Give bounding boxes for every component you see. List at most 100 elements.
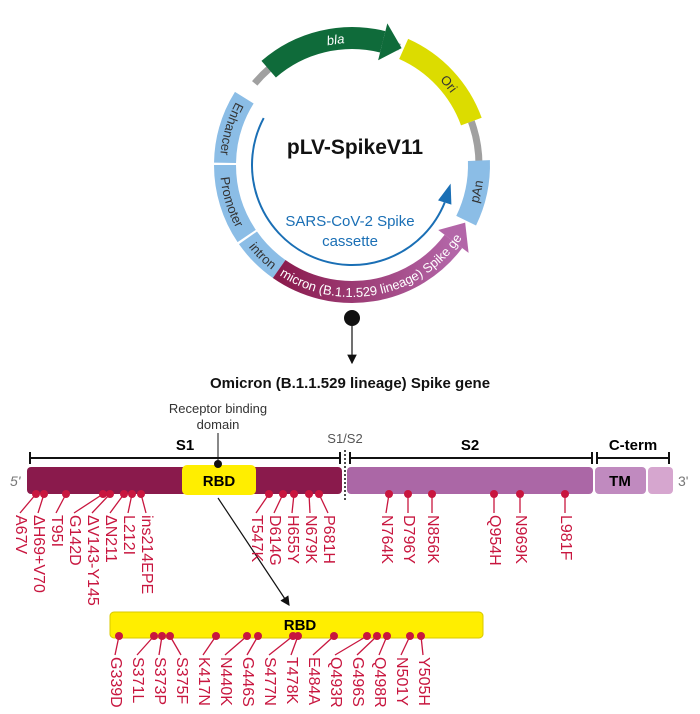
mutation-label: N501Y: [393, 657, 410, 706]
mutation-label: E484A: [305, 657, 322, 706]
mutation-label: N856K: [424, 515, 441, 564]
tm-label: TM: [609, 473, 631, 490]
mutation-dot: [404, 490, 412, 498]
mutation-label: ins214EPE: [138, 515, 155, 595]
mutation-dot: [385, 490, 393, 498]
ori-feature: [398, 38, 482, 126]
spike-arrowhead: [438, 222, 469, 253]
mutation-label: G496S: [349, 657, 366, 707]
mutation-label: Q493R: [327, 657, 344, 708]
rbd-zoom-arrow: [217, 497, 290, 606]
mutation-label: G339D: [107, 657, 124, 708]
mutation-dot: [32, 490, 40, 498]
mutation-dot: [106, 490, 114, 498]
mutation-stem: [268, 635, 294, 656]
mutation-dot: [158, 632, 166, 640]
mutation-dot: [561, 490, 569, 498]
mutation-stem: [136, 635, 155, 656]
mutation-label: T95I: [48, 515, 65, 548]
tm-segment: [595, 467, 646, 494]
mutation-dot: [428, 490, 436, 498]
bla-arrowhead: [378, 23, 402, 61]
mutation-label: ΔH69+V70: [30, 515, 47, 593]
mutation-stem: [356, 635, 378, 656]
mutation-dot: [305, 490, 313, 498]
bla-feature: [261, 27, 386, 78]
three-prime-label: 3': [678, 473, 688, 489]
mutation-dot: [212, 632, 220, 640]
mutation-label: G142D: [66, 515, 83, 566]
mutation-dot: [363, 632, 371, 640]
mutation-dot: [128, 490, 136, 498]
mutation-label: K417N: [195, 657, 212, 706]
mutation-label: H655Y: [284, 515, 301, 564]
mutation-label: Q954H: [486, 515, 503, 566]
five-prime-label: 5': [10, 473, 22, 489]
mutation-dot: [265, 490, 273, 498]
mutation-dot: [150, 632, 158, 640]
mutation-dot: [62, 490, 70, 498]
mutation-dot: [279, 490, 287, 498]
mutation-stem: [334, 635, 368, 656]
mutation-label: T478K: [283, 657, 300, 705]
mutation-dot: [120, 490, 128, 498]
rbd-label: RBD: [203, 473, 236, 490]
mutation-label: N679K: [302, 515, 319, 564]
mutation-label: ΔN211: [102, 515, 119, 563]
mutation-label: S477N: [261, 657, 278, 706]
intron-feature: [238, 231, 286, 279]
mutation-label: T547K: [248, 515, 265, 563]
mutation-dot: [99, 490, 107, 498]
rbd-detail-label: RBD: [284, 617, 317, 634]
mutation-dot: [166, 632, 174, 640]
s1-label: S1: [176, 437, 194, 454]
plasmid-name: pLV-SpikeV11: [287, 136, 423, 159]
pan-label-text: pAn: [467, 179, 486, 204]
cterm-label: C-term: [609, 437, 657, 454]
promoter-feature: [214, 164, 256, 243]
domain-brackets: [29, 452, 670, 464]
cassette-arrowhead: [438, 183, 452, 205]
mutation-label: S375F: [173, 657, 190, 705]
mutation-label: D796Y: [400, 515, 417, 564]
mutation-label: S373P: [151, 657, 168, 706]
mutation-dot: [315, 490, 323, 498]
mutation-dot: [115, 632, 123, 640]
mutation-label: G446S: [239, 657, 256, 707]
mutation-label: S371L: [129, 657, 146, 704]
mutation-dot: [294, 632, 302, 640]
mutation-label: P681H: [320, 515, 337, 564]
mutation-label: D614G: [266, 515, 283, 566]
pan-feature: [456, 160, 490, 226]
rbd-segment: [182, 465, 256, 495]
mutation-dot: [490, 490, 498, 498]
mutation-dot: [330, 632, 338, 640]
mutation-dot: [243, 632, 251, 640]
rbd-caption-dot: [214, 460, 222, 468]
mutation-stem: [91, 493, 111, 514]
spike-feature: [272, 234, 463, 303]
mutation-dot: [417, 632, 425, 640]
cassette-arrow: [251, 117, 446, 266]
bla-label: bla: [325, 31, 345, 48]
enhancer-feature: [214, 91, 254, 164]
mutation-label: ΔV143-Y145: [84, 515, 101, 606]
mutation-label: L212I: [120, 515, 137, 556]
mutation-stem: [19, 493, 37, 514]
mutation-dot: [290, 490, 298, 498]
mutation-dot: [137, 490, 145, 498]
mutation-dot: [516, 490, 524, 498]
mutation-stem: [312, 635, 335, 656]
mutation-stem: [73, 493, 104, 514]
mutation-label: Q498R: [371, 657, 388, 708]
spike-locus-marker: [344, 310, 360, 326]
mutation-dot: [254, 632, 262, 640]
mutation-dot: [40, 490, 48, 498]
cassette-label-2: cassette: [322, 233, 378, 250]
mutation-label: L981F: [557, 515, 574, 561]
s1s2-label: S1/S2: [327, 431, 362, 446]
s2-label: S2: [461, 437, 479, 454]
c-tail-segment: [648, 467, 673, 494]
mutation-dot: [373, 632, 381, 640]
